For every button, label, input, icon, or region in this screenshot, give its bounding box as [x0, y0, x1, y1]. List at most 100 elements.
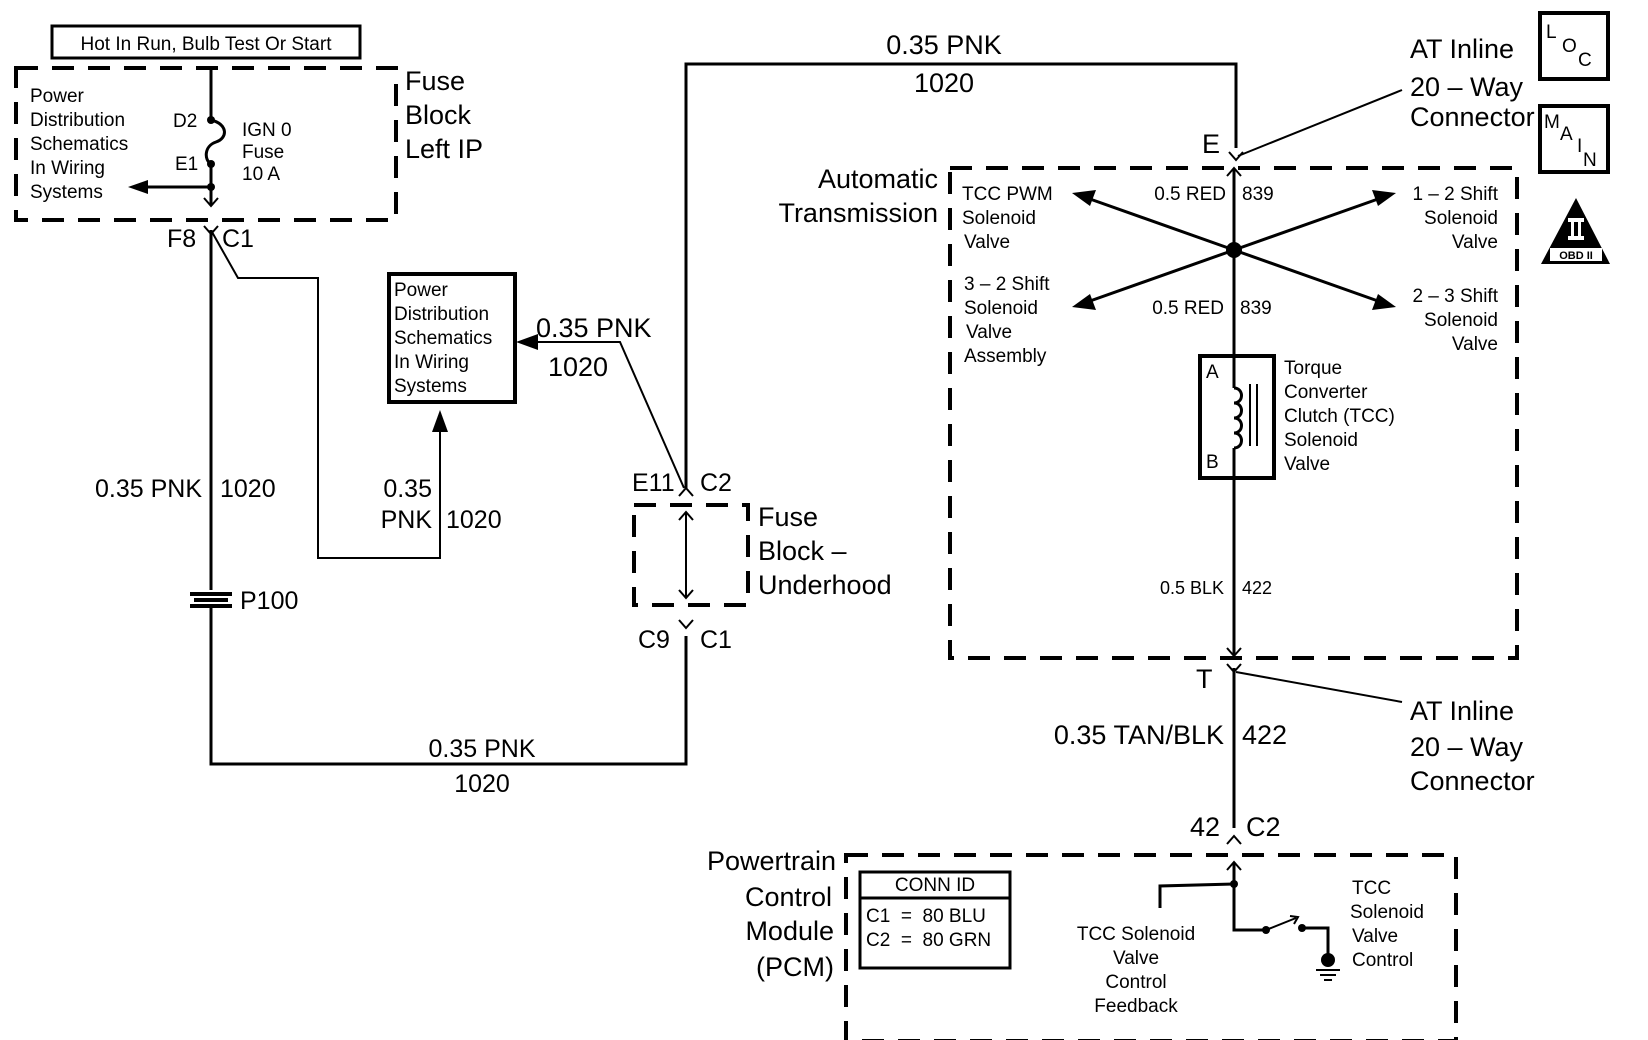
tcc-label-4: Solenoid: [1284, 430, 1358, 451]
pcm-label-2: Control: [745, 882, 832, 912]
fuse-block-left-label-2: Block: [405, 100, 472, 130]
shift-12-label-3: Valve: [1452, 232, 1498, 253]
at-inline-bottom-label-2: 20 – Way: [1410, 732, 1524, 762]
at-inline-top-label-2: 20 – Way: [1410, 72, 1524, 102]
fuse-label-1: IGN 0: [242, 120, 292, 141]
conn-id-row-2: C2 = 80 GRN: [866, 930, 991, 951]
splice-p100-label: P100: [240, 587, 298, 615]
conn-id-row-1: C1 = 80 BLU: [866, 906, 986, 927]
power-dist-ref-line-2: Distribution: [30, 110, 125, 131]
wire-to-shift-32: [1089, 248, 1235, 303]
power-dist-box-line-2: Distribution: [394, 304, 489, 325]
shift-23-label-3: Valve: [1452, 334, 1498, 355]
shift-32-label-2: Solenoid: [964, 298, 1038, 319]
pin-d2: D2: [173, 111, 197, 132]
feedback-label-3: Control: [1105, 972, 1166, 993]
at-inline-top-label-1: AT Inline: [1410, 34, 1514, 64]
arrow-right-icon: [1372, 190, 1396, 206]
feedback-label-1: TCC Solenoid: [1077, 924, 1195, 945]
underhood-top-right-pin: C2: [700, 469, 732, 497]
fuse-label-2: Fuse: [242, 142, 284, 163]
wire-1020-bottom: [209, 608, 688, 766]
tcc-label-1: Torque: [1284, 358, 1342, 379]
wire-left-circuit: 1020: [220, 475, 276, 503]
pcm-connector: C2: [1246, 812, 1281, 842]
power-dist-box-line-3: Schematics: [394, 328, 492, 349]
left-wiring: 0.35 PNK 1020 0.35 PNK 1020 P100 0.35 PN…: [95, 230, 688, 798]
arrow-up-icon: [678, 510, 694, 521]
power-dist-ref-line-5: Systems: [30, 182, 103, 203]
fuse-block-left-ip: Fuse Block Left IP Power Distribution Sc…: [14, 66, 483, 222]
power-dist-ref-line-4: In Wiring: [30, 158, 105, 179]
wire-tan-blk-size-color: 0.35 TAN/BLK: [1054, 720, 1224, 750]
at-inline-bottom-leader: [1235, 671, 1403, 703]
arrow-left-icon: [1072, 294, 1096, 310]
at-inline-connector-top: E AT Inline 20 – Way Connector: [1202, 34, 1535, 162]
shift-32-label-1: 3 – 2 Shift: [964, 274, 1050, 295]
at-label-2: Transmission: [778, 198, 938, 228]
connector-f8-c1: F8 C1: [167, 225, 254, 253]
loc-letter-o: O: [1562, 36, 1577, 57]
pcm-label-1: Powertrain: [707, 846, 836, 876]
power-dist-box-line-5: Systems: [394, 376, 467, 397]
at-label-1: Automatic: [818, 164, 938, 194]
control-label-4: Control: [1352, 950, 1413, 971]
arrow-up-icon: [1226, 860, 1242, 871]
feedback-label-2: Valve: [1113, 948, 1159, 969]
underhood-bottom-left-pin: C9: [638, 626, 670, 654]
wire-red-lower-circuit: 839: [1240, 298, 1272, 319]
tcc-pwm-label-2: Solenoid: [962, 208, 1036, 229]
wire-to-shift-23: [1233, 248, 1379, 303]
conn-id-header: CONN ID: [895, 875, 975, 896]
tcc-pwm-label-3: Valve: [964, 232, 1010, 253]
arrow-down-icon: [678, 589, 694, 600]
power-dist-box: Power Distribution Schematics In Wiring …: [387, 272, 517, 404]
at-inline-top-leader: [1237, 89, 1403, 157]
pcm: 42 C2 Powertrain Control Module (PCM) CO…: [707, 812, 1458, 1040]
control-label-2: Solenoid: [1350, 902, 1424, 923]
shift-12-label-1: 1 – 2 Shift: [1412, 184, 1498, 205]
power-dist-box-line-1: Power: [394, 280, 449, 301]
splice-p100-icon: [190, 592, 232, 608]
wire-red-upper-circuit: 839: [1242, 184, 1274, 205]
power-dist-ref-line-3: Schematics: [30, 134, 128, 155]
fuse-symbol: [204, 118, 226, 166]
wire-bottom-circuit: 1020: [454, 770, 510, 798]
tcc-label-5: Valve: [1284, 454, 1330, 475]
main-letter-i: I: [1577, 136, 1582, 157]
wire-red-lower-size-color: 0.5 RED: [1152, 298, 1224, 319]
underhood-label-1: Fuse: [758, 502, 818, 532]
pcm-label-3: Module: [745, 916, 834, 946]
main-badge: M A I N: [1538, 104, 1610, 174]
arrow-up-icon: [432, 410, 448, 432]
connector-c1-label: C1: [222, 225, 254, 253]
wire-branch-size: 0.35: [383, 475, 432, 503]
wire-blk-size-color: 0.5 BLK: [1160, 578, 1224, 598]
wire-blk-circuit: 422: [1242, 578, 1272, 598]
loc-letter-c: C: [1578, 50, 1592, 71]
wire-tan-blk-circuit: 422: [1242, 720, 1287, 750]
switch-icon: [1265, 917, 1297, 931]
shift-32-label-4: Assembly: [964, 346, 1047, 367]
wire-top-circuit: 1020: [914, 68, 974, 98]
shift-12-label-2: Solenoid: [1424, 208, 1498, 229]
underhood-top-left-pin: E11: [632, 469, 675, 497]
fuse-block-left-label-1: Fuse: [405, 66, 465, 96]
main-letter-n: N: [1583, 150, 1597, 171]
title-text: Hot In Run, Bulb Test Or Start: [81, 34, 333, 55]
wire-to-shift-12: [1233, 197, 1379, 252]
main-letter-a: A: [1560, 124, 1573, 145]
underhood-bottom-right-pin: C1: [700, 626, 732, 654]
at-inline-connector-bottom: T AT Inline 20 – Way Connector 0.35 TAN/…: [1054, 663, 1535, 828]
fuse-block-left-label-3: Left IP: [405, 134, 483, 164]
power-dist-ref-line-1: Power: [30, 86, 85, 107]
main-letter-m: M: [1544, 112, 1560, 133]
fuse-block-underhood: E11 C2 Fuse Block – Underhood C9 C1: [632, 469, 892, 654]
pcm-pin: 42: [1190, 812, 1220, 842]
at-inline-bottom-label-3: Connector: [1410, 766, 1535, 796]
wire-1020-branch: [211, 231, 441, 559]
wire-pd-size-color: 0.35 PNK: [536, 313, 652, 343]
shift-32-label-3: Valve: [966, 322, 1012, 343]
wire-to-tcc-pwm: [1089, 197, 1235, 252]
tcc-pin-b: B: [1206, 452, 1219, 473]
